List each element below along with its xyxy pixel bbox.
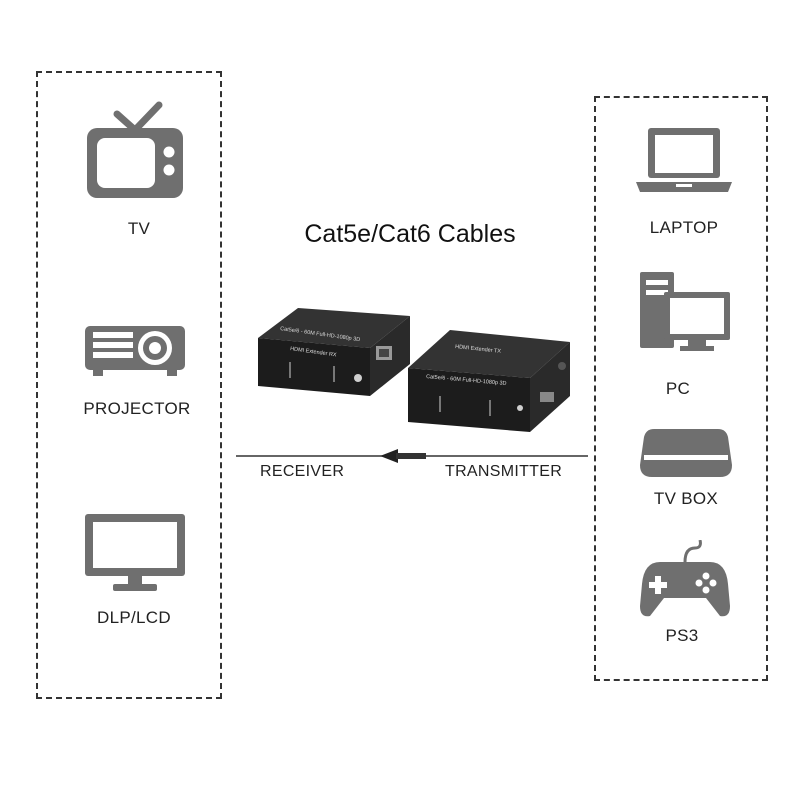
left-display-panel	[36, 71, 222, 699]
hdmi-extender-pair: Cat5e/6 - 60M Full-HD-1080p 3D HDMI Exte…	[258, 308, 570, 432]
device-label-dlp-lcd: DLP/LCD	[97, 608, 171, 627]
device-label-pc: PC	[665, 379, 691, 398]
receiver-label: RECEIVER	[260, 463, 345, 480]
gamepad-icon	[640, 540, 730, 617]
device-label-laptop: LAPTOP	[649, 218, 719, 237]
transmitter-unit: HDMI Extender TX Cat5e/6 - 60M Full-HD-1…	[408, 330, 570, 432]
arrow-left-icon	[380, 449, 426, 463]
monitor-icon	[85, 514, 185, 591]
right-source-panel	[594, 96, 768, 681]
device-label-tv: TV	[127, 219, 151, 238]
transmitter-top-text: HDMI Extender TX	[455, 344, 502, 355]
transmitter-label: TRANSMITTER	[445, 463, 563, 480]
projector-icon	[85, 326, 185, 376]
device-label-tv-box: TV BOX	[653, 489, 719, 508]
tv-box-icon	[640, 429, 732, 477]
pc-icon	[640, 272, 730, 351]
signal-flow-line	[236, 449, 588, 463]
device-label-projector: PROJECTOR	[83, 399, 191, 418]
receiver-unit: Cat5e/6 - 60M Full-HD-1080p 3D HDMI Exte…	[258, 308, 410, 396]
laptop-icon	[636, 128, 732, 192]
device-label-ps3: PS3	[665, 626, 699, 645]
tv-icon	[87, 101, 183, 198]
diagram-title: Cat5e/Cat6 Cables	[304, 220, 516, 248]
